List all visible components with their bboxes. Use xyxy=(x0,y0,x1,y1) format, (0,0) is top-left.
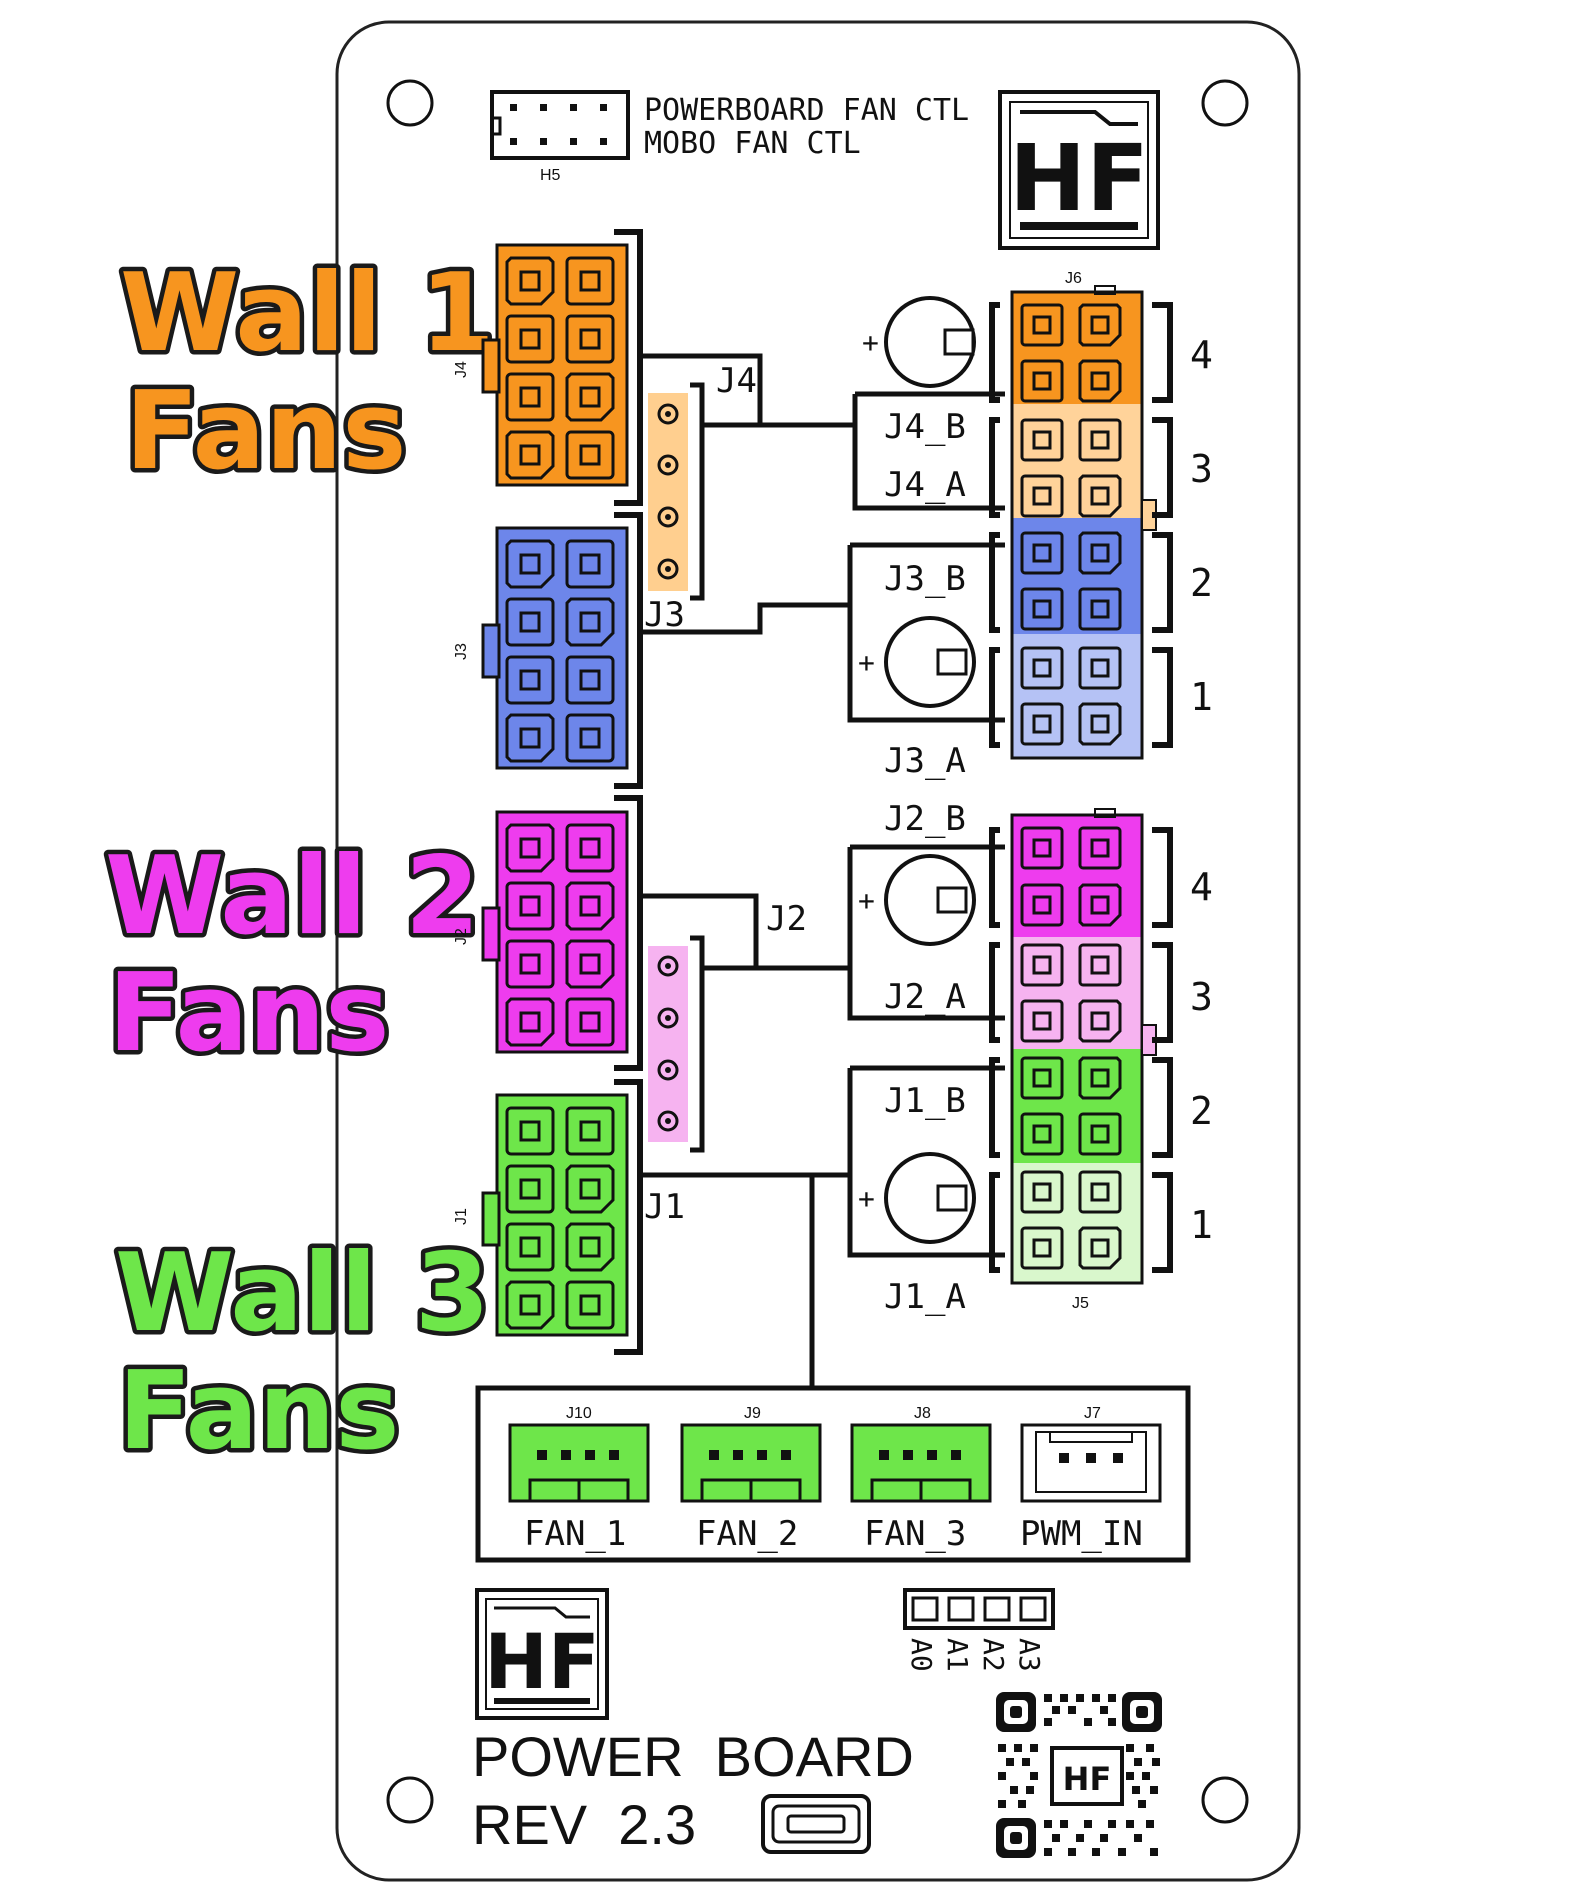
board-title: POWER BOARD xyxy=(472,1725,914,1788)
fan-header-j7-label: PWM_IN xyxy=(1020,1514,1143,1554)
port-number: 4 xyxy=(1190,333,1213,377)
port-number: 4 xyxy=(1190,865,1213,909)
capacitor-c4: + xyxy=(858,1152,976,1244)
mounting-hole xyxy=(386,1776,434,1824)
net-label-j2b: J2_B xyxy=(884,799,966,839)
port-number: 3 xyxy=(1190,447,1213,491)
capacitor-c1: + xyxy=(862,296,976,388)
jumper-strip-upper xyxy=(648,382,705,601)
fan-header-j9: J9 FAN_2 xyxy=(680,1405,822,1554)
wall3-fans-label: Fans xyxy=(118,1349,400,1474)
connector-j2-ref: J2 xyxy=(453,928,470,945)
qr-logo-text: HF xyxy=(1063,1760,1112,1798)
port-number: 1 xyxy=(1190,1203,1213,1247)
address-pad-a3: A3 xyxy=(1013,1638,1046,1672)
wall2-label: Wall 2 xyxy=(105,834,480,959)
net-label-j1b: J1_B xyxy=(884,1081,966,1121)
mounting-hole xyxy=(1201,79,1249,127)
usb-port xyxy=(761,1794,871,1854)
capacitor-plus: + xyxy=(858,1182,875,1215)
board-revision: REV 2.3 xyxy=(472,1793,696,1856)
jumper-strip-lower xyxy=(648,935,705,1153)
capacitor-plus: + xyxy=(858,884,875,917)
address-pad-a1: A1 xyxy=(941,1638,974,1672)
connector-j3-ref: J3 xyxy=(453,643,470,660)
qr-code: HF xyxy=(996,1692,1162,1858)
connector-j5: J5 4 3 2 1 xyxy=(989,808,1213,1312)
capacitor-c2: + xyxy=(858,616,976,708)
port-number: 2 xyxy=(1190,561,1213,605)
mounting-hole xyxy=(1201,1776,1249,1824)
wall3-label: Wall 3 xyxy=(115,1231,490,1356)
header-h5-ref: H5 xyxy=(540,167,561,184)
header-line-mobo: MOBO FAN CTL xyxy=(644,126,861,161)
net-label-j3b: J3_B xyxy=(884,559,966,599)
net-label-j1a: J1_A xyxy=(884,1277,966,1317)
connector-j5-ref: J5 xyxy=(1072,1295,1089,1312)
header-h5: H5 xyxy=(490,90,630,184)
net-label-j3a: J3_A xyxy=(884,741,966,781)
connector-j3: J3 xyxy=(453,512,643,789)
fan-header-j10-label: FAN_1 xyxy=(524,1514,626,1554)
net-label-j2: J2 xyxy=(766,899,807,939)
fan-header-j7-ref: J7 xyxy=(1084,1405,1101,1422)
net-label-j4b: J4_B xyxy=(884,407,966,447)
capacitor-plus: + xyxy=(862,326,879,359)
fan-header-j9-ref: J9 xyxy=(744,1405,761,1422)
connector-j1: J1 xyxy=(453,1079,643,1355)
connector-j1-ref: J1 xyxy=(453,1208,470,1225)
hf-logo-bottom: HF xyxy=(475,1588,609,1720)
net-label-j4a: J4_A xyxy=(884,465,966,505)
hf-logo-top-text: HF xyxy=(1009,125,1149,232)
connector-j4-ref: J4 xyxy=(453,361,470,378)
fan-header-j7: J7 PWM_IN xyxy=(1020,1405,1162,1554)
wall1-fans-label: Fans xyxy=(125,369,407,494)
connector-j2: J2 xyxy=(453,795,643,1071)
fan-header-j8: J8 FAN_3 xyxy=(850,1405,992,1554)
fan-header-j10-ref: J10 xyxy=(566,1405,592,1422)
address-pad-a2: A2 xyxy=(977,1638,1010,1672)
port-number: 1 xyxy=(1190,675,1213,719)
net-label-j2a: J2_A xyxy=(884,977,966,1017)
connector-j6: J6 4 3 2 1 xyxy=(989,270,1213,760)
net-label-j3: J3 xyxy=(644,595,685,635)
wall2-fans-label: Fans xyxy=(108,951,390,1076)
address-pads: A0 A1 A2 A3 xyxy=(903,1588,1055,1672)
fan-header-j8-label: FAN_3 xyxy=(864,1514,966,1554)
mounting-hole xyxy=(386,79,434,127)
port-number: 3 xyxy=(1190,975,1213,1019)
wiring xyxy=(640,353,1005,1388)
capacitor-plus: + xyxy=(858,646,875,679)
fan-header-j8-ref: J8 xyxy=(914,1405,931,1422)
capacitor-c3: + xyxy=(858,854,976,946)
connector-j6-ref: J6 xyxy=(1065,270,1082,287)
net-label-j4: J4 xyxy=(716,361,757,401)
fan-header-box xyxy=(475,1385,1191,1563)
connector-j4: J4 xyxy=(453,229,643,506)
hf-logo-bottom-text: HF xyxy=(484,1617,600,1706)
fan-header-j9-label: FAN_2 xyxy=(696,1514,798,1554)
hf-logo-top: HF xyxy=(998,90,1160,250)
header-line-powerboard: POWERBOARD FAN CTL xyxy=(644,93,969,128)
net-label-j1: J1 xyxy=(644,1187,685,1227)
wall1-label: Wall 1 xyxy=(120,251,495,376)
port-number: 2 xyxy=(1190,1089,1213,1133)
fan-header-j10: J10 FAN_1 xyxy=(508,1405,650,1554)
address-pad-a0: A0 xyxy=(905,1638,938,1672)
